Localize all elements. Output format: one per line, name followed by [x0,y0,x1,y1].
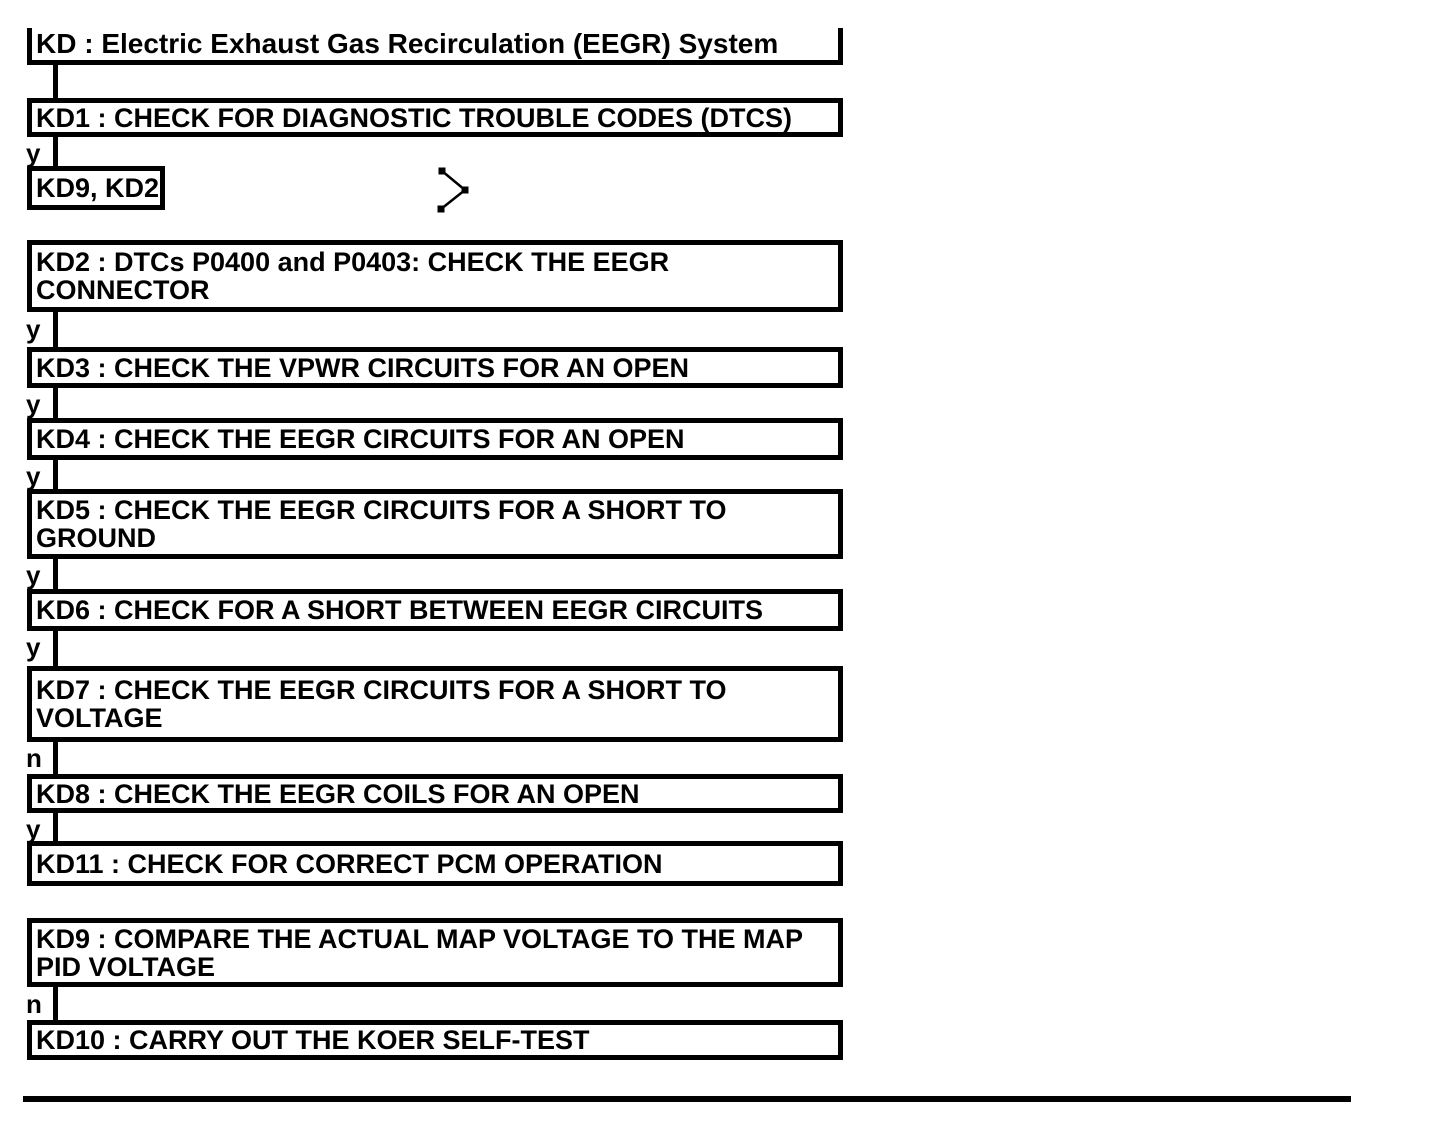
connector-line-kd8-kd11 [53,813,58,841]
flow-box-kd2: KD2 : DTCs P0400 and P0403: CHECK THE EE… [27,240,843,312]
connector-line-kd4-kd5 [53,460,58,489]
flow-box-kd4: KD4 : CHECK THE EEGR CIRCUITS FOR AN OPE… [27,418,843,460]
flow-box-kd9-kd2-ref: KD9, KD2 [27,166,165,210]
flow-box-kd1-text: KD1 : CHECK FOR DIAGNOSTIC TROUBLE CODES… [36,102,792,133]
flow-box-kd4-text: KD4 : CHECK THE EEGR CIRCUITS FOR AN OPE… [36,424,685,454]
connector-line-kd1-kd9kd2 [53,137,58,166]
connector-label-kd6-yes: y [26,632,41,662]
branch-chevron-icon [437,167,469,213]
flow-box-kd9-text-line2: PID VOLTAGE [36,951,216,982]
connector-line-kd2-kd3 [53,312,58,347]
flow-box-kd2-text-line1: KD2 : DTCs P0400 and P0403: CHECK THE EE… [36,247,670,277]
flow-box-kd7: KD7 : CHECK THE EEGR CIRCUITS FOR A SHOR… [27,666,843,742]
connector-label-kd3-yes: y [26,389,41,419]
flow-box-kd9: KD9 : COMPARE THE ACTUAL MAP VOLTAGE TO … [27,918,843,987]
connector-label-kd9-no: n [26,989,42,1019]
connector-label-kd1-yes: y [26,138,41,168]
connector-line-kd3-kd4 [53,388,58,418]
connector-line-kd6-kd7 [53,631,58,666]
connector-line-kd5-kd6 [53,559,58,589]
connector-label-kd4-yes: y [26,461,41,491]
flow-box-kd7-text-line1: KD7 : CHECK THE EEGR CIRCUITS FOR A SHOR… [36,675,727,705]
flow-box-kd6-text: KD6 : CHECK FOR A SHORT BETWEEN EEGR CIR… [36,595,764,625]
flow-box-kd: KD : Electric Exhaust Gas Recirculation … [27,28,843,65]
flow-box-kd11-text: KD11 : CHECK FOR CORRECT PCM OPERATION [36,848,663,879]
flow-box-kd3-text: KD3 : CHECK THE VPWR CIRCUITS FOR AN OPE… [36,352,690,383]
flow-box-kd5-text-line2: GROUND [36,523,156,553]
page-divider-rule [23,1096,1351,1102]
flow-box-kd-text: KD : Electric Exhaust Gas Recirculation … [36,28,779,59]
flow-box-kd11: KD11 : CHECK FOR CORRECT PCM OPERATION [27,841,843,886]
flow-box-kd5: KD5 : CHECK THE EEGR CIRCUITS FOR A SHOR… [27,489,843,559]
connector-line-kd-kd1 [53,65,58,98]
connector-line-kd7-kd8 [53,742,58,774]
flow-box-kd1: KD1 : CHECK FOR DIAGNOSTIC TROUBLE CODES… [27,98,843,137]
flow-box-kd8-text: KD8 : CHECK THE EEGR COILS FOR AN OPEN [36,778,640,809]
flow-box-kd8: KD8 : CHECK THE EEGR COILS FOR AN OPEN [27,774,843,813]
flow-box-kd2-text-line2: CONNECTOR [36,275,210,305]
flow-box-kd10: KD10 : CARRY OUT THE KOER SELF-TEST [27,1020,843,1060]
connector-label-kd2-yes: y [26,314,41,344]
connector-label-kd7-no: n [26,743,42,773]
connector-line-kd9-kd10 [53,987,58,1020]
flow-box-kd7-text-line2: VOLTAGE [36,703,163,733]
flow-box-kd9-kd2-ref-text: KD9, KD2 [36,173,160,203]
flow-box-kd3: KD3 : CHECK THE VPWR CIRCUITS FOR AN OPE… [27,347,843,388]
flow-box-kd5-text-line1: KD5 : CHECK THE EEGR CIRCUITS FOR A SHOR… [36,495,727,525]
flow-box-kd6: KD6 : CHECK FOR A SHORT BETWEEN EEGR CIR… [27,589,843,631]
flow-box-kd10-text: KD10 : CARRY OUT THE KOER SELF-TEST [36,1025,590,1055]
connector-label-kd8-yes: y [26,814,41,844]
flow-box-kd9-text-line1: KD9 : COMPARE THE ACTUAL MAP VOLTAGE TO … [36,923,804,954]
connector-label-kd5-yes: y [26,560,41,590]
